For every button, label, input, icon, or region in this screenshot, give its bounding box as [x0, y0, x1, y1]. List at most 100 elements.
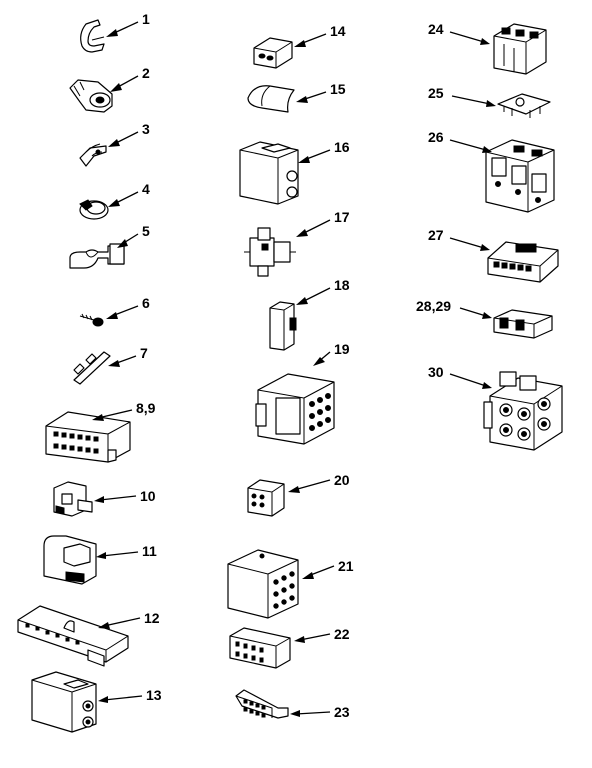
- part-10[interactable]: [53, 481, 93, 517]
- arrowhead-19: [313, 357, 325, 366]
- part-18[interactable]: [269, 301, 297, 351]
- label-18: 18: [334, 277, 350, 293]
- arrowhead-28-29: [482, 312, 492, 319]
- arrowhead-2: [110, 83, 122, 92]
- part-15[interactable]: [247, 85, 295, 113]
- label-30: 30: [428, 364, 444, 380]
- part-6[interactable]: [79, 313, 104, 327]
- label-28-29: 28,29: [416, 298, 451, 314]
- leader-28-29: [459, 307, 487, 317]
- arrowhead-14: [294, 40, 306, 47]
- label-4: 4: [142, 181, 150, 197]
- part-4[interactable]: [79, 199, 109, 220]
- label-21: 21: [338, 558, 354, 574]
- leader-25: [451, 95, 491, 105]
- arrowhead-15: [296, 96, 308, 103]
- part-30[interactable]: [483, 371, 563, 451]
- part-23[interactable]: [235, 689, 289, 719]
- leader-12: [103, 617, 141, 627]
- arrowhead-4: [108, 199, 120, 207]
- leader-20: [293, 479, 331, 491]
- arrowhead-21: [302, 572, 314, 579]
- part-25[interactable]: [497, 93, 551, 118]
- label-1: 1: [142, 11, 150, 27]
- arrowhead-17: [296, 229, 308, 237]
- arrowhead-23: [290, 710, 300, 717]
- part-11[interactable]: [43, 535, 97, 585]
- leader-22: [299, 633, 331, 641]
- label-12: 12: [144, 610, 160, 626]
- arrowhead-27: [480, 244, 490, 251]
- part-5[interactable]: [69, 243, 125, 269]
- arrowhead-6: [106, 312, 118, 319]
- arrowhead-20: [288, 486, 300, 493]
- part-13[interactable]: [31, 671, 97, 733]
- arrowhead-16: [298, 156, 310, 163]
- label-17: 17: [334, 209, 350, 225]
- leader-10: [99, 495, 137, 501]
- label-10: 10: [140, 488, 156, 504]
- part-2[interactable]: [69, 79, 113, 113]
- leader-18: [301, 287, 331, 303]
- label-22: 22: [334, 626, 350, 642]
- part-28-29[interactable]: [493, 309, 553, 339]
- label-24: 24: [428, 21, 444, 37]
- label-14: 14: [330, 23, 346, 39]
- label-27: 27: [428, 227, 444, 243]
- part-21[interactable]: [227, 549, 299, 619]
- label-8-9: 8,9: [136, 400, 156, 416]
- arrowhead-18: [296, 297, 308, 305]
- part-8-9[interactable]: [45, 411, 131, 463]
- label-26: 26: [428, 129, 444, 145]
- part-1[interactable]: [80, 19, 105, 53]
- arrowhead-30: [482, 382, 492, 389]
- label-15: 15: [330, 81, 346, 97]
- label-19: 19: [334, 341, 350, 357]
- part-20[interactable]: [247, 479, 285, 517]
- arrowhead-24: [480, 38, 490, 45]
- arrowhead-3: [108, 139, 120, 147]
- label-23: 23: [334, 704, 350, 720]
- label-5: 5: [142, 223, 150, 239]
- part-16[interactable]: [239, 141, 299, 205]
- part-17[interactable]: [244, 227, 296, 277]
- label-11: 11: [142, 543, 157, 559]
- leader-30: [449, 373, 487, 387]
- leader-23: [295, 711, 331, 715]
- label-2: 2: [142, 65, 150, 81]
- leader-26: [449, 139, 487, 151]
- arrowhead-25: [486, 100, 496, 107]
- leader-17: [301, 219, 331, 235]
- arrowhead-5: [117, 239, 128, 248]
- label-6: 6: [142, 295, 150, 311]
- leader-8-9: [97, 409, 133, 419]
- arrowhead-26: [482, 146, 492, 153]
- part-19[interactable]: [255, 373, 335, 445]
- part-22[interactable]: [229, 627, 291, 669]
- label-25: 25: [428, 85, 444, 101]
- arrowhead-22: [294, 636, 305, 643]
- part-14[interactable]: [253, 37, 293, 69]
- label-13: 13: [146, 687, 162, 703]
- part-26[interactable]: [485, 139, 555, 213]
- arrowhead-8-9: [92, 414, 104, 421]
- arrowhead-7: [108, 360, 120, 367]
- part-12[interactable]: [17, 605, 129, 667]
- arrowhead-12: [98, 622, 110, 629]
- part-7[interactable]: [73, 351, 111, 385]
- leader-11: [101, 551, 139, 557]
- part-27[interactable]: [487, 241, 559, 283]
- leader-13: [103, 695, 143, 701]
- arrowhead-13: [98, 696, 108, 703]
- label-20: 20: [334, 472, 350, 488]
- part-3[interactable]: [79, 143, 107, 167]
- arrowhead-11: [96, 552, 106, 559]
- part-24[interactable]: [493, 23, 547, 75]
- leader-27: [449, 237, 485, 249]
- label-7: 7: [140, 345, 148, 361]
- label-16: 16: [334, 139, 350, 155]
- arrowhead-10: [94, 496, 104, 503]
- arrowhead-1: [106, 29, 118, 37]
- label-3: 3: [142, 121, 150, 137]
